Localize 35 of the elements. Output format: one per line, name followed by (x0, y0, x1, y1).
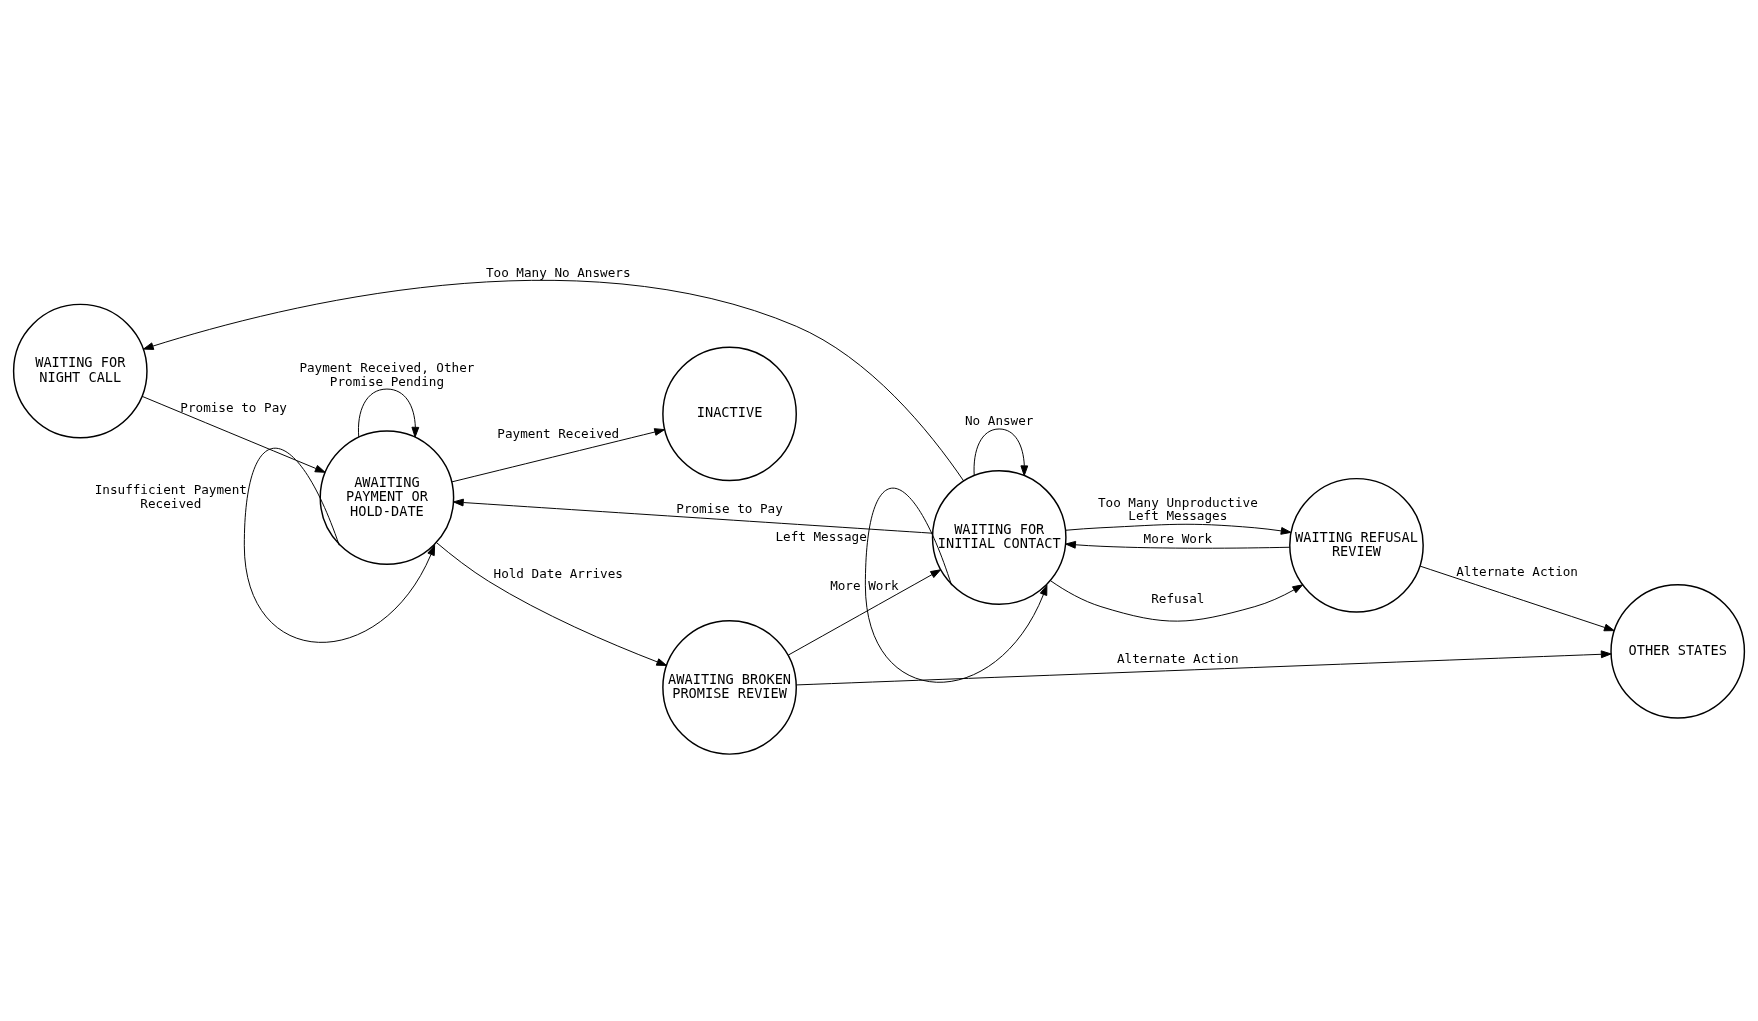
arrow (243, 447, 436, 643)
node-circle: OTHER STATES (1610, 584, 1746, 719)
arrow (435, 541, 668, 666)
edge-label: Alternate Action (1116, 651, 1239, 667)
node-circle: AWAITING BROKEN PROMISE REVIEW (662, 620, 797, 755)
edge-label: Hold Date Arrives (493, 565, 623, 581)
edge-label: No Answer (964, 413, 1034, 429)
edge-label: Too Many No Answers (485, 265, 631, 281)
edge-label: Left Message (775, 528, 867, 544)
arrow (1065, 540, 1291, 549)
arrow (453, 498, 934, 534)
edge-label: Promise to Pay (676, 500, 783, 516)
arrow (1065, 523, 1292, 535)
arrow (1049, 580, 1304, 622)
arrow (1419, 565, 1615, 632)
node-circle: AWAITING PAYMENT OR HOLD-DATE (319, 430, 455, 565)
edge-label: Insufficient Payment Received (94, 482, 247, 511)
edge-label: Too Many Unproductive Left Messages (1097, 494, 1258, 524)
node-circle: INACTIVE (662, 346, 797, 482)
arrow (795, 650, 1612, 686)
arrow (864, 487, 1048, 683)
arrow (451, 428, 665, 483)
edge-label: More Work (830, 578, 899, 594)
node-circle: WAITING FOR NIGHT CALL (12, 303, 148, 439)
edge-label: More Work (1143, 530, 1213, 546)
arrow (357, 388, 420, 438)
edge-label: Payment Received (497, 425, 620, 441)
edge-label: Alternate Action (1456, 563, 1578, 579)
arrow (787, 569, 942, 656)
edge-label: Promise to Pay (180, 400, 287, 416)
edge-label: Refusal (1151, 591, 1205, 607)
arrow (141, 395, 326, 473)
edge-label: Payment Received, Other Promise Pending (299, 359, 475, 389)
arrow (973, 428, 1029, 477)
arrow (143, 280, 965, 482)
